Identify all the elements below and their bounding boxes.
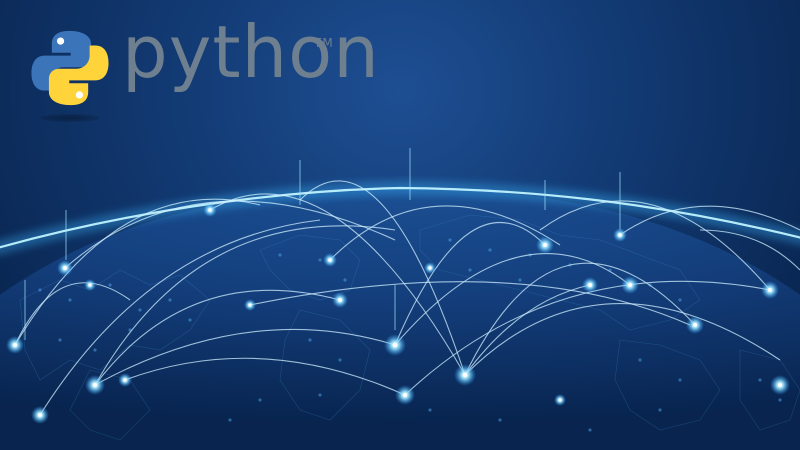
node bbox=[323, 253, 337, 267]
node bbox=[85, 375, 105, 395]
node bbox=[554, 394, 566, 406]
python-wordmark: python bbox=[122, 10, 380, 94]
vertical-beams bbox=[24, 148, 621, 340]
node bbox=[621, 276, 639, 294]
node bbox=[536, 236, 554, 254]
node bbox=[686, 316, 704, 334]
node bbox=[613, 228, 627, 242]
node bbox=[770, 375, 790, 395]
node bbox=[761, 281, 779, 299]
node bbox=[582, 277, 598, 293]
node bbox=[454, 364, 476, 386]
node bbox=[332, 292, 348, 308]
trademark-symbol: TM bbox=[314, 36, 334, 50]
logo-shadow bbox=[40, 114, 100, 122]
connection-arcs bbox=[14, 180, 800, 416]
node bbox=[203, 203, 217, 217]
node bbox=[118, 373, 132, 387]
node bbox=[84, 279, 96, 291]
node bbox=[31, 406, 49, 424]
node bbox=[395, 385, 415, 405]
earth-surface-upper bbox=[0, 188, 800, 450]
node bbox=[424, 262, 436, 274]
python-logo: python TM bbox=[30, 16, 379, 122]
node bbox=[57, 260, 73, 276]
node bbox=[6, 336, 24, 354]
network-nodes bbox=[6, 203, 790, 424]
node bbox=[244, 299, 256, 311]
atmosphere-rim bbox=[0, 186, 800, 249]
python-snake-logo-icon bbox=[31, 30, 109, 106]
node bbox=[384, 334, 406, 356]
continent-mesh bbox=[19, 214, 800, 441]
